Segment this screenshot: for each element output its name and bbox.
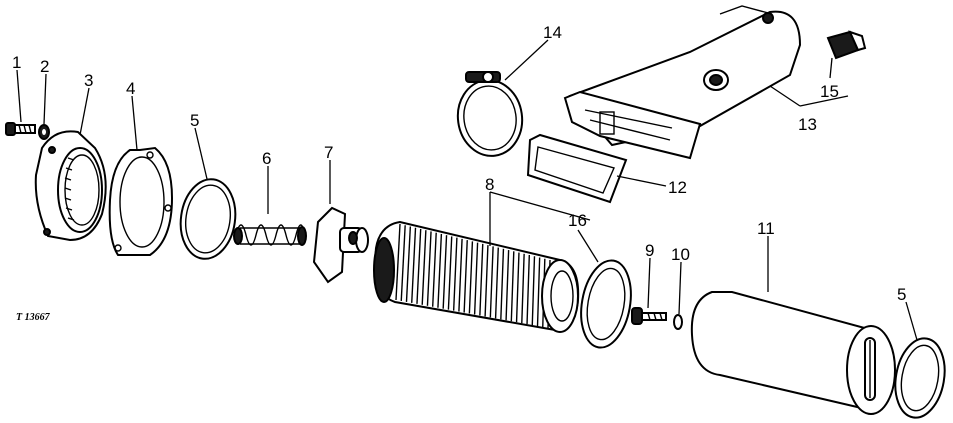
part-gasket-4 [108,146,174,256]
filter-pleat-line [521,253,525,324]
filter-pleat-line [400,225,406,302]
part-spring-6 [233,224,307,246]
filter-pleat-line [426,231,432,306]
filter-pleat-line [484,245,489,317]
part-o-ring-16 [580,259,632,349]
part-o-ring-5a [179,178,237,260]
figure-reference: T 13667 [16,312,51,323]
part-filter-element-8 [373,220,580,333]
callout-14: 14 [543,23,562,42]
filter-pleat-line [452,237,458,311]
filter-pleat-line [463,240,468,313]
callout-5b: 5 [897,285,906,304]
callout-6: 6 [262,149,271,168]
filter-pleat-line [515,252,520,323]
part-fitting-15 [826,30,867,60]
part-intake-manifold-13 [563,5,802,160]
filter-pleat-line [411,227,417,303]
callout-9: 9 [645,241,654,260]
part-cap-screw-1 [5,122,36,136]
part-canister-11 [690,291,896,415]
filter-pleat-line [494,247,499,319]
filter-pleat-line [437,233,443,308]
filter-pleat-line [442,235,448,309]
part-housing-flange-3 [34,130,107,242]
callout-3: 3 [84,71,93,90]
filter-pleat-line [431,232,437,307]
filter-pleat-line [458,238,463,312]
callout-labels: 1 2 3 4 5 6 7 8 9 10 11 12 13 14 15 16 5 [12,23,906,304]
filter-pleat-line [416,228,422,304]
filter-pleat-line [405,226,412,302]
filter-pleat-line [500,248,505,320]
filter-pleat-line [473,242,479,315]
part-o-ring-5b [894,337,946,419]
part-hose-clamp-14 [456,71,524,157]
callout-4: 4 [126,79,135,98]
filter-pleat-line [395,223,401,301]
callout-11: 11 [757,219,775,238]
filter-pleat-line [531,256,536,326]
filter-pleat-line [510,251,515,322]
callout-12: 12 [668,178,687,197]
callout-7: 7 [324,143,333,162]
callout-13: 13 [798,115,817,134]
callout-5: 5 [190,111,199,130]
filter-pleat-line [505,250,510,321]
filter-pleat-line [479,243,484,316]
part-bolt-9 [631,307,667,325]
callout-16: 16 [568,211,587,230]
callout-1: 1 [12,53,21,72]
filter-pleat-line [468,241,474,314]
part-o-ring-10 [673,314,683,330]
filter-pleat-line [447,236,453,310]
filter-pleat-line [489,246,494,318]
filter-pleat-line [536,257,541,327]
filter-pleat-line [526,255,531,325]
filter-pleat-line [421,230,427,305]
part-gasket-12 [526,133,628,204]
callout-15: 15 [820,82,839,101]
leader-lines [16,39,918,341]
callout-10: 10 [671,245,690,264]
callout-2: 2 [40,57,49,76]
part-lock-washer-2 [38,124,50,140]
part-valve-7 [312,206,369,284]
callout-8: 8 [485,175,494,194]
